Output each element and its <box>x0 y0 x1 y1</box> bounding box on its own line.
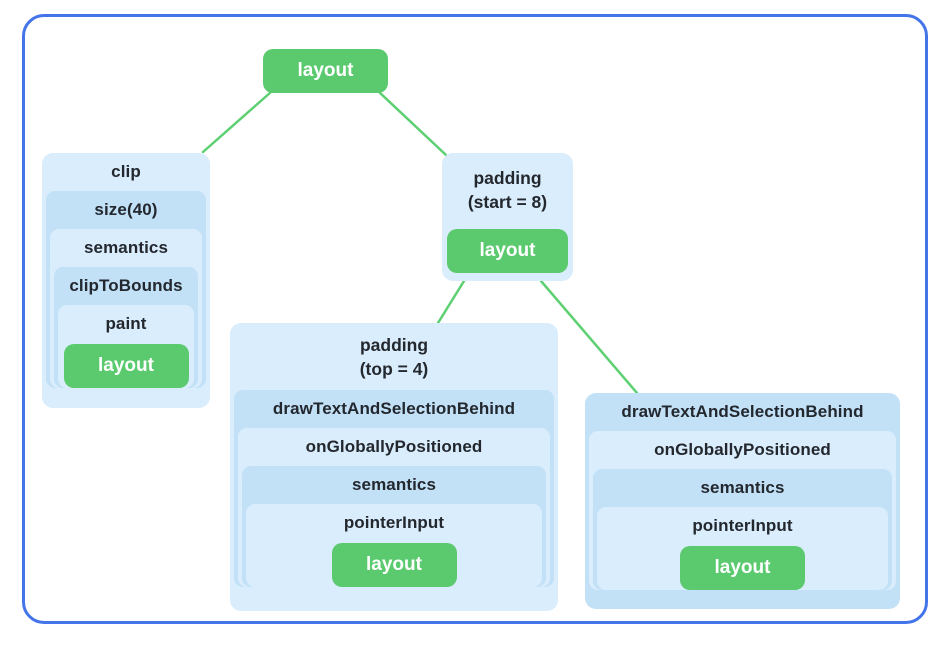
node-pointer-input-right: pointerInput layout <box>597 507 888 590</box>
node-clip-to-bounds: clipToBounds paint layout <box>54 267 198 388</box>
node-size: size(40) semantics clipToBounds paint la… <box>46 191 206 388</box>
node-layout-leaf-clip: layout <box>63 344 189 388</box>
label-size: size(40) <box>94 200 158 219</box>
label-clip-to-bounds: clipToBounds <box>69 276 183 295</box>
node-layout-leaf-middle: layout <box>331 543 457 587</box>
label-pointer-input-middle: pointerInput <box>343 513 445 532</box>
node-semantics-middle: semantics pointerInput layout <box>242 466 546 587</box>
label-pointer-input-right: pointerInput <box>692 516 793 535</box>
node-semantics: semantics clipToBounds paint layout <box>50 229 202 388</box>
node-drawtext-right: drawTextAndSelectionBehind onGloballyPos… <box>585 393 900 609</box>
label-paint: paint <box>105 314 147 333</box>
node-on-globally-positioned-middle: onGloballyPositioned semantics pointerIn… <box>238 428 550 587</box>
label-padding-start-name: padding <box>473 168 542 188</box>
node-root-layout: layout <box>263 49 388 93</box>
label-on-globally-positioned-middle: onGloballyPositioned <box>305 437 483 456</box>
label-clip: clip <box>111 162 141 181</box>
label-padding-top: padding (top = 4) <box>230 323 558 390</box>
node-pointer-input-middle: pointerInput layout <box>246 504 542 587</box>
label-padding-start-param: (start = 8) <box>467 192 548 212</box>
label-on-globally-positioned-right: onGloballyPositioned <box>654 440 831 459</box>
node-on-globally-positioned-right: onGloballyPositioned semantics pointerIn… <box>589 431 896 590</box>
node-paint: paint layout <box>58 305 194 388</box>
node-layout-leaf-right: layout <box>680 546 805 590</box>
node-drawtext-middle: drawTextAndSelectionBehind onGloballyPos… <box>234 390 554 587</box>
label-semantics: semantics <box>83 238 169 257</box>
label-padding-start: padding (start = 8) <box>442 153 573 227</box>
label-semantics-middle: semantics <box>351 475 437 494</box>
label-padding-top-name: padding <box>359 334 429 355</box>
node-clip: clip size(40) semantics clipToBounds pai… <box>42 153 210 408</box>
node-layout-leaf-padding-start: layout <box>447 229 568 273</box>
label-semantics-right: semantics <box>700 478 785 497</box>
node-padding-start: padding (start = 8) layout <box>442 153 573 281</box>
label-drawtext-right: drawTextAndSelectionBehind <box>621 402 864 421</box>
label-drawtext-middle: drawTextAndSelectionBehind <box>272 399 516 418</box>
node-padding-top: padding (top = 4) drawTextAndSelectionBe… <box>230 323 558 611</box>
diagram-border <box>22 14 928 624</box>
label-padding-top-param: (top = 4) <box>359 358 429 379</box>
node-semantics-right: semantics pointerInput layout <box>593 469 892 590</box>
